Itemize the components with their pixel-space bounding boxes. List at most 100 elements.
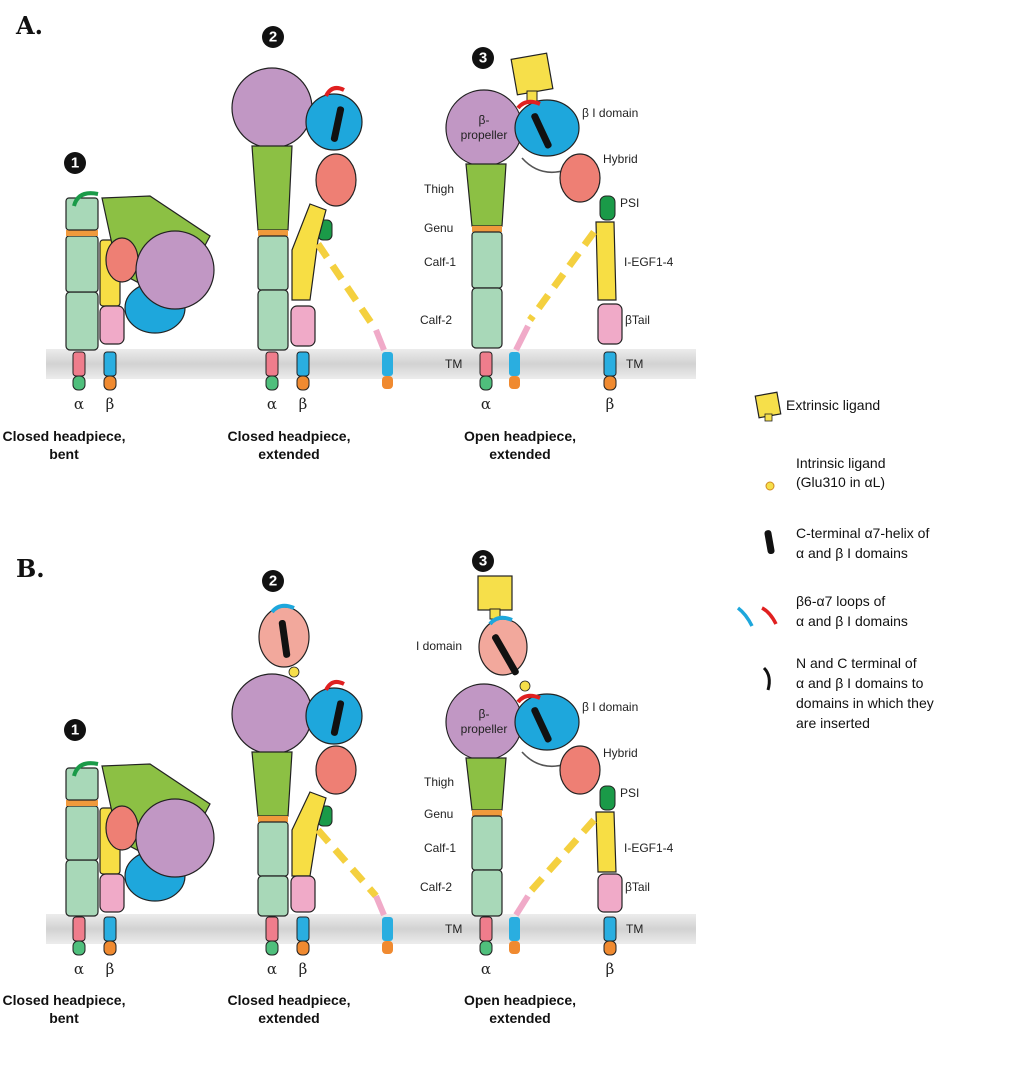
caption-line1: Open headpiece, (464, 992, 576, 1008)
step-number: 2 (269, 573, 277, 590)
caption-line1: Open headpiece, (464, 428, 576, 444)
hybrid-domain (560, 154, 600, 202)
beta-label: β (299, 395, 308, 413)
tm-label-right: TM (626, 922, 643, 936)
alpha-calf1 (66, 236, 98, 292)
beta-propeller (136, 231, 214, 309)
tail-dashed (516, 896, 528, 915)
calf2-label: Calf-2 (420, 880, 452, 894)
legend-text: (Glu310 in αL) (796, 474, 885, 490)
step-number: 3 (479, 553, 487, 570)
cyto-alpha (480, 941, 492, 955)
cyto-beta (297, 376, 309, 390)
hybrid-domain (316, 746, 356, 794)
caption-line2: bent (49, 1010, 79, 1026)
beta-i-label: β I domain (582, 106, 638, 120)
beta-propeller (232, 674, 312, 754)
alpha-genu (472, 810, 502, 816)
tm-beta (104, 917, 116, 941)
alpha-calf1 (66, 806, 98, 860)
beta-tail (100, 874, 124, 912)
tm-beta (104, 352, 116, 376)
tm-beta-dashed-end (382, 917, 393, 941)
beta-label: β (606, 395, 615, 413)
alpha-calf1 (472, 816, 502, 870)
alpha-thigh (66, 768, 98, 800)
legend-item-helix: C-terminal α7-helix of α and β I domains (764, 525, 929, 561)
tm-beta (297, 917, 309, 941)
alpha-genu (258, 816, 288, 822)
hybrid-label: Hybrid (603, 746, 638, 760)
conformation-closed-extended: 2 α β Closed h (228, 570, 393, 1026)
calf2-label: Calf-2 (420, 313, 452, 327)
iegf-label: I-EGF1-4 (624, 841, 674, 855)
terminal-icon (764, 668, 769, 690)
beta-tail (291, 306, 315, 346)
alpha-label: α (267, 395, 277, 413)
panel-label-a: A. (15, 11, 43, 40)
beta-i-label: β I domain (582, 700, 638, 714)
caption-line2: extended (489, 1010, 550, 1026)
cyto-beta (604, 941, 616, 955)
cyto-alpha (73, 941, 85, 955)
step-number: 3 (479, 50, 487, 67)
propeller-label-2: propeller (461, 128, 508, 142)
tail-dashed (376, 330, 384, 350)
cell-membrane (46, 349, 696, 379)
beta-label: β (606, 960, 615, 978)
caption-line2: extended (258, 1010, 319, 1026)
tm-beta-dashed-end (509, 917, 520, 941)
legend-item-loops: β6-α7 loops of α and β I domains (738, 593, 908, 629)
cyto-alpha (73, 376, 85, 390)
alpha-genu (66, 800, 98, 806)
intrinsic-ligand-icon (766, 482, 774, 490)
loop-icon-red (762, 608, 776, 624)
cyto-beta (104, 376, 116, 390)
alpha-calf2 (258, 876, 288, 916)
caption-line1: Closed headpiece, (228, 992, 351, 1008)
tm-alpha (266, 917, 278, 941)
cyto-beta-dashed-end (509, 376, 520, 389)
tm-alpha (73, 917, 85, 941)
legend-item-terminal: N and C terminal of α and β I domains to… (764, 655, 934, 731)
hybrid-domain (106, 238, 138, 282)
extended-leg-dashed (318, 830, 376, 896)
cyto-beta (104, 941, 116, 955)
step-number: 1 (71, 155, 79, 172)
legend-text: C-terminal α7-helix of (796, 525, 929, 541)
cyto-beta (604, 376, 616, 390)
tm-label-left: TM (445, 357, 462, 371)
tm-label-left: TM (445, 922, 462, 936)
iegf-label: I-EGF1-4 (624, 255, 674, 269)
legend-text: α and β I domains (796, 545, 908, 561)
beta-propeller (136, 799, 214, 877)
beta-label: β (106, 960, 115, 978)
hybrid-domain (560, 746, 600, 794)
alpha-thigh (252, 146, 292, 230)
panel-b: 1 α β Closed headpiece, bent 2 (3, 550, 696, 1026)
legend: Extrinsic ligand Intrinsic ligand (Glu31… (738, 392, 934, 731)
tm-beta (604, 917, 616, 941)
caption-line1: Closed headpiece, (228, 428, 351, 444)
helix-icon (764, 530, 775, 555)
tm-beta-dashed-end (509, 352, 520, 376)
beta-label: β (299, 960, 308, 978)
psi-label: PSI (620, 196, 639, 210)
conformation-open-extended: 3 I domain β- propeller (416, 550, 674, 1026)
psi-domain (600, 786, 615, 810)
panel-a: 1 α β Closed headpiece, bent 2 (3, 26, 696, 462)
thigh-label: Thigh (424, 182, 454, 196)
alpha-calf2 (66, 860, 98, 916)
cyto-beta-dashed-end (382, 941, 393, 954)
swing-arrow (522, 752, 566, 766)
hybrid-domain (316, 154, 356, 206)
cyto-alpha (266, 376, 278, 390)
alpha-thigh (466, 758, 506, 810)
conformation-open-extended: 3 β- propeller β I do (420, 47, 674, 462)
beta-iegf (596, 812, 616, 872)
caption-line2: extended (489, 446, 550, 462)
tm-alpha (73, 352, 85, 376)
tm-label-right: TM (626, 357, 643, 371)
beta-tail (100, 306, 124, 344)
